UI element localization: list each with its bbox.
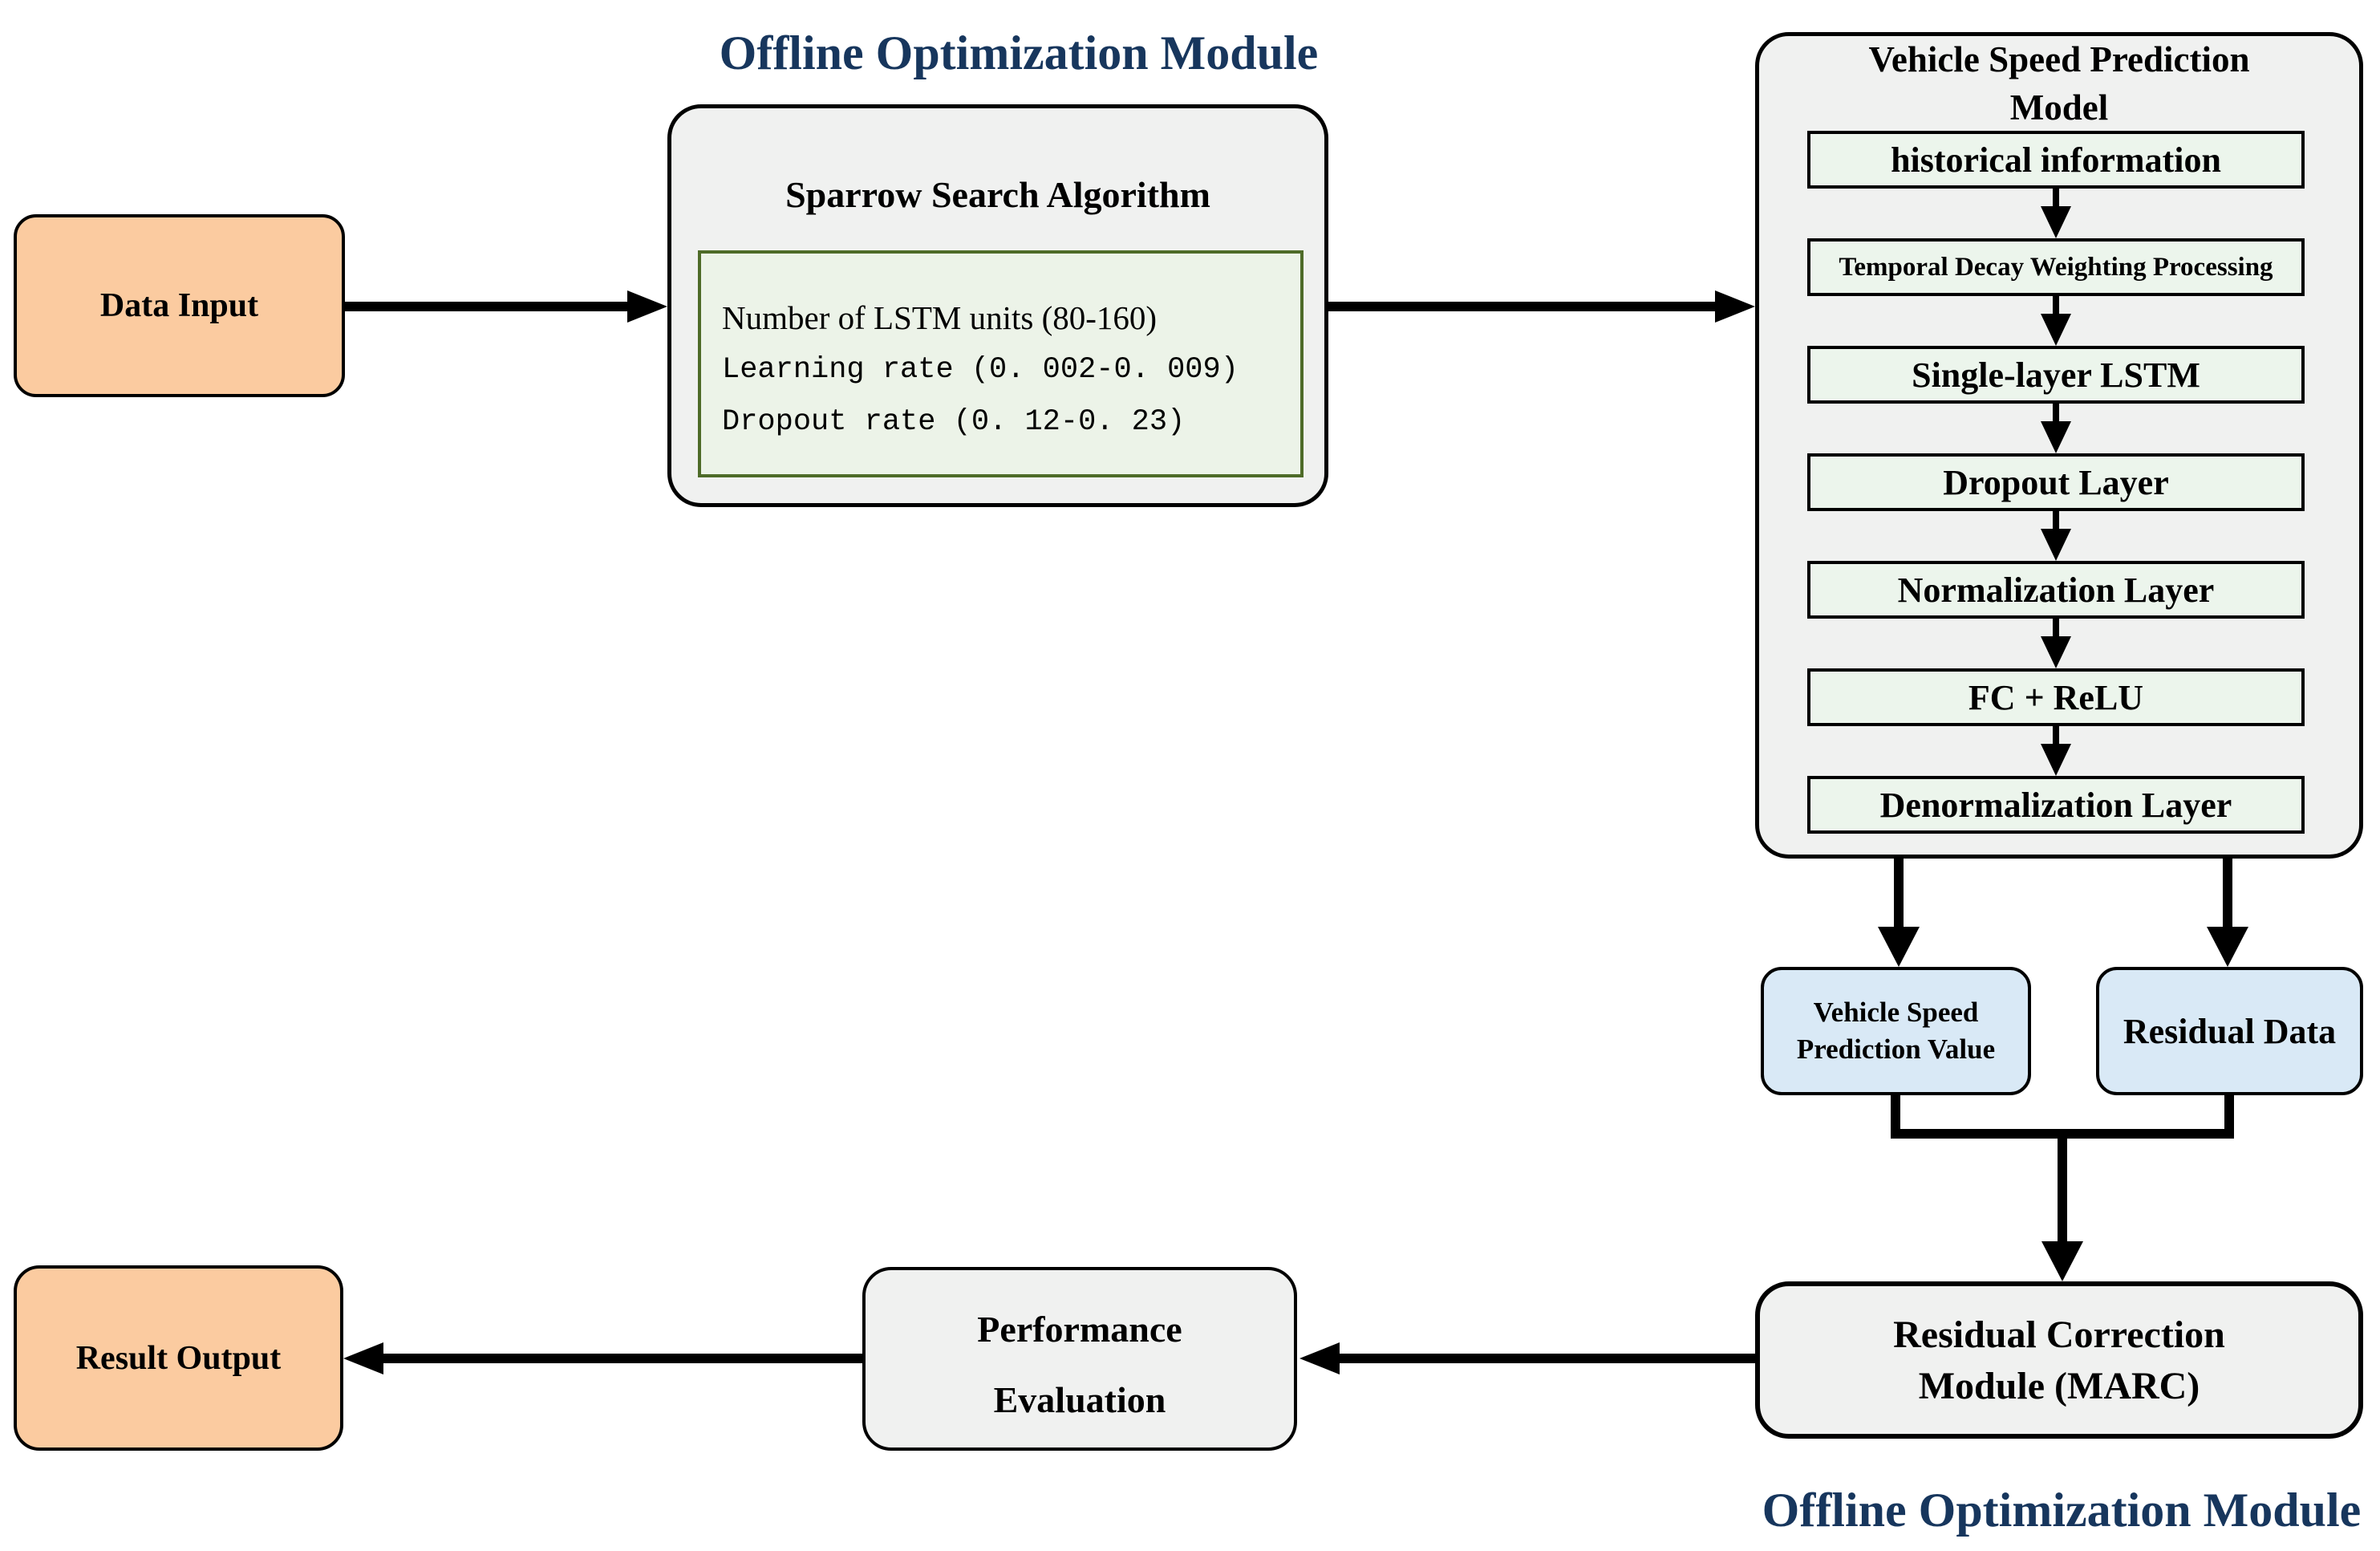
residual-data-label: Residual Data <box>2123 1011 2337 1051</box>
data-input-node: Data Input <box>14 214 345 397</box>
vehicle-model-title: Vehicle Speed Prediction Model <box>1755 35 2363 132</box>
marc-line2: Module (MARC) <box>1918 1365 2200 1407</box>
layer-fc-relu: FC + ReLU <box>1807 668 2305 726</box>
arrow-performance-to-result-head <box>343 1342 383 1374</box>
vsp-value-line1: Vehicle Speed <box>1813 997 1979 1028</box>
performance-line1: Performance <box>977 1309 1182 1350</box>
layer-normalization: Normalization Layer <box>1807 561 2305 619</box>
performance-line2: Evaluation <box>993 1379 1166 1420</box>
vsp-value-line2: Prediction Value <box>1796 1033 1996 1065</box>
arrow-performance-to-result-shaft <box>383 1354 862 1363</box>
arrow-sparrow-to-vehicle-shaft <box>1328 302 1715 311</box>
arrow-marc-to-performance-shaft <box>1340 1354 1755 1363</box>
layer-dropout: Dropout Layer <box>1807 453 2305 511</box>
marc-line1: Residual Correction <box>1893 1313 2225 1356</box>
arrow-data-input-to-sparrow-shaft <box>345 302 627 311</box>
layer-temporal-decay-weighting: Temporal Decay Weighting Processing <box>1807 238 2305 296</box>
layer-arrow-6-shaft <box>2053 726 2059 745</box>
result-output-node: Result Output <box>14 1265 343 1451</box>
result-output-label: Result Output <box>75 1339 282 1377</box>
arrow-to-residual-data-head <box>2207 927 2248 967</box>
merge-stub-left <box>1891 1095 1900 1139</box>
layer-arrow-2-shaft <box>2053 296 2059 315</box>
layer-arrow-5-shaft <box>2053 619 2059 638</box>
arrow-to-marc-head <box>2041 1241 2083 1281</box>
layer-arrow-3-head <box>2041 421 2071 453</box>
layer-arrow-3-shaft <box>2053 404 2059 423</box>
arrow-to-marc-shaft <box>2058 1139 2067 1241</box>
layer-arrow-2-head <box>2041 314 2071 346</box>
layer-arrow-4-shaft <box>2053 511 2059 530</box>
layer-single-layer-lstm: Single-layer LSTM <box>1807 346 2305 404</box>
marc-node: Residual Correction Module (MARC) <box>1755 1281 2363 1439</box>
vehicle-model-title-line1: Vehicle Speed Prediction <box>1868 39 2250 79</box>
performance-evaluation-node: Performance Evaluation <box>862 1267 1297 1451</box>
layer-historical-information: historical information <box>1807 131 2305 189</box>
arrow-to-vsp-value-shaft <box>1894 859 1904 927</box>
layer-denormalization: Denormalization Layer <box>1807 776 2305 834</box>
arrow-to-residual-data-shaft <box>2223 859 2232 927</box>
layer-arrow-1-head <box>2041 206 2071 238</box>
param-learning-rate: Learning rate (0. 002-0. 009) <box>722 353 1239 387</box>
arrow-marc-to-performance-head <box>1299 1342 1340 1374</box>
data-input-label: Data Input <box>99 287 259 324</box>
residual-data-node: Residual Data <box>2096 967 2363 1095</box>
merge-horizontal-bar <box>1891 1129 2234 1139</box>
layer-arrow-4-head <box>2041 529 2071 561</box>
arrow-to-vsp-value-head <box>1878 927 1920 967</box>
layer-arrow-5-head <box>2041 636 2071 668</box>
layer-arrow-6-head <box>2041 744 2071 776</box>
param-lstm-units: Number of LSTM units (80-160) <box>722 299 1158 336</box>
vehicle-model-title-line2: Model <box>2009 87 2109 128</box>
arrow-data-input-to-sparrow-head <box>627 290 667 323</box>
offline-optimization-module-title-top: Offline Optimization Module <box>719 26 1319 79</box>
param-dropout-rate: Dropout rate (0. 12-0. 23) <box>722 405 1186 439</box>
layer-arrow-1-shaft <box>2053 189 2059 208</box>
arrow-sparrow-to-vehicle-head <box>1715 290 1755 323</box>
sparrow-search-title: Sparrow Search Algorithm <box>785 174 1210 215</box>
sparrow-params-box: Number of LSTM units (80-160) Learning r… <box>698 250 1304 477</box>
merge-stub-right <box>2224 1095 2234 1139</box>
vsp-value-node: Vehicle Speed Prediction Value <box>1761 967 2031 1095</box>
offline-optimization-module-title-bottom: Offline Optimization Module <box>1762 1484 2362 1537</box>
